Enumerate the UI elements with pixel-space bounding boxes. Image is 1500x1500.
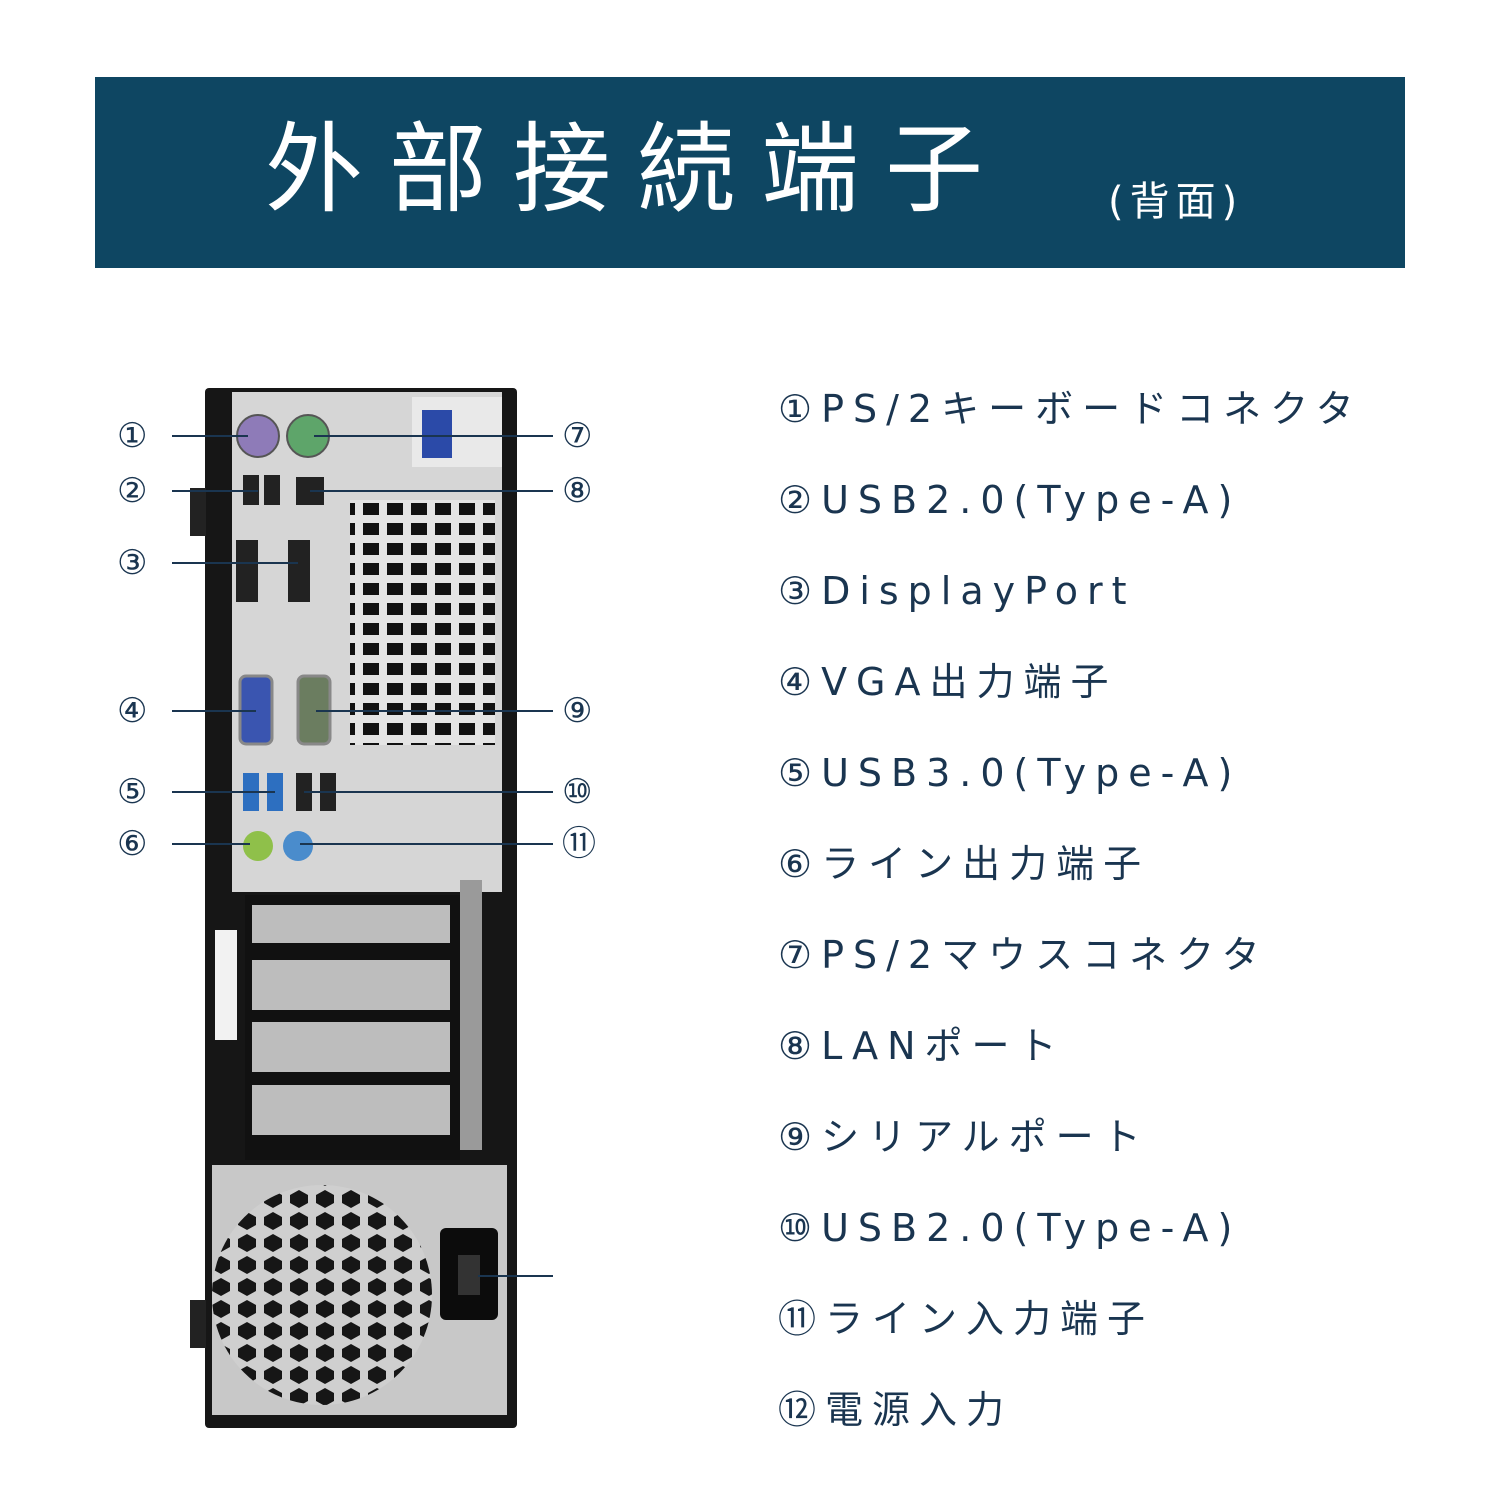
list-item: ⑦PS/2マウスコネクタ xyxy=(778,933,1269,977)
callout-8: ⑧ xyxy=(562,471,593,511)
list-item: ⑤USB3.0(Type-A) xyxy=(778,751,1242,795)
callout-3: ③ xyxy=(117,543,148,583)
list-item: ⑥ライン出力端子 xyxy=(778,842,1151,886)
windows-logo-sticker xyxy=(422,410,452,458)
callout-11: ⑪ xyxy=(562,824,596,864)
list-item: ⑪ライン入力端子 xyxy=(778,1297,1155,1341)
displayport-port xyxy=(236,540,258,602)
vent-grille xyxy=(350,500,495,745)
callout-4: ④ xyxy=(117,691,148,731)
line-in-jack xyxy=(283,831,313,861)
expansion-slots xyxy=(245,880,482,1160)
list-item: ②USB2.0(Type-A) xyxy=(778,478,1242,522)
port-legend-list: ①PS/2キーボードコネクタ ②USB2.0(Type-A) ③DisplayP… xyxy=(778,380,1363,1472)
usb2-port xyxy=(264,475,280,505)
list-item: ⑩USB2.0(Type-A) xyxy=(778,1206,1242,1250)
title-banner xyxy=(95,77,1405,268)
callout-9: ⑨ xyxy=(562,691,593,731)
callout-2: ② xyxy=(117,471,148,511)
fan-grille xyxy=(212,1185,432,1405)
page-subtitle: (背面) xyxy=(1108,179,1244,225)
list-item: ①PS/2キーボードコネクタ xyxy=(778,387,1363,431)
leader-lines xyxy=(172,435,553,1277)
pc-case xyxy=(190,388,517,1428)
line-out-jack xyxy=(243,831,273,861)
displayport-port xyxy=(288,540,310,602)
callout-1: ① xyxy=(117,416,148,456)
callout-6: ⑥ xyxy=(117,824,148,864)
list-item: ④VGA出力端子 xyxy=(778,660,1118,704)
barcode-label xyxy=(215,930,237,1040)
list-item: ⑧LANポート xyxy=(778,1024,1066,1068)
callout-7: ⑦ xyxy=(562,416,593,456)
list-item: ⑨シリアルポート xyxy=(778,1115,1150,1159)
callout-10: ⑩ xyxy=(562,772,593,812)
power-supply xyxy=(212,1165,507,1415)
page-title: 外部接続端子 xyxy=(265,113,1010,227)
list-item: ③DisplayPort xyxy=(778,569,1136,613)
callout-5: ⑤ xyxy=(117,772,148,812)
list-item: ⑫電源入力 xyxy=(778,1388,1014,1432)
